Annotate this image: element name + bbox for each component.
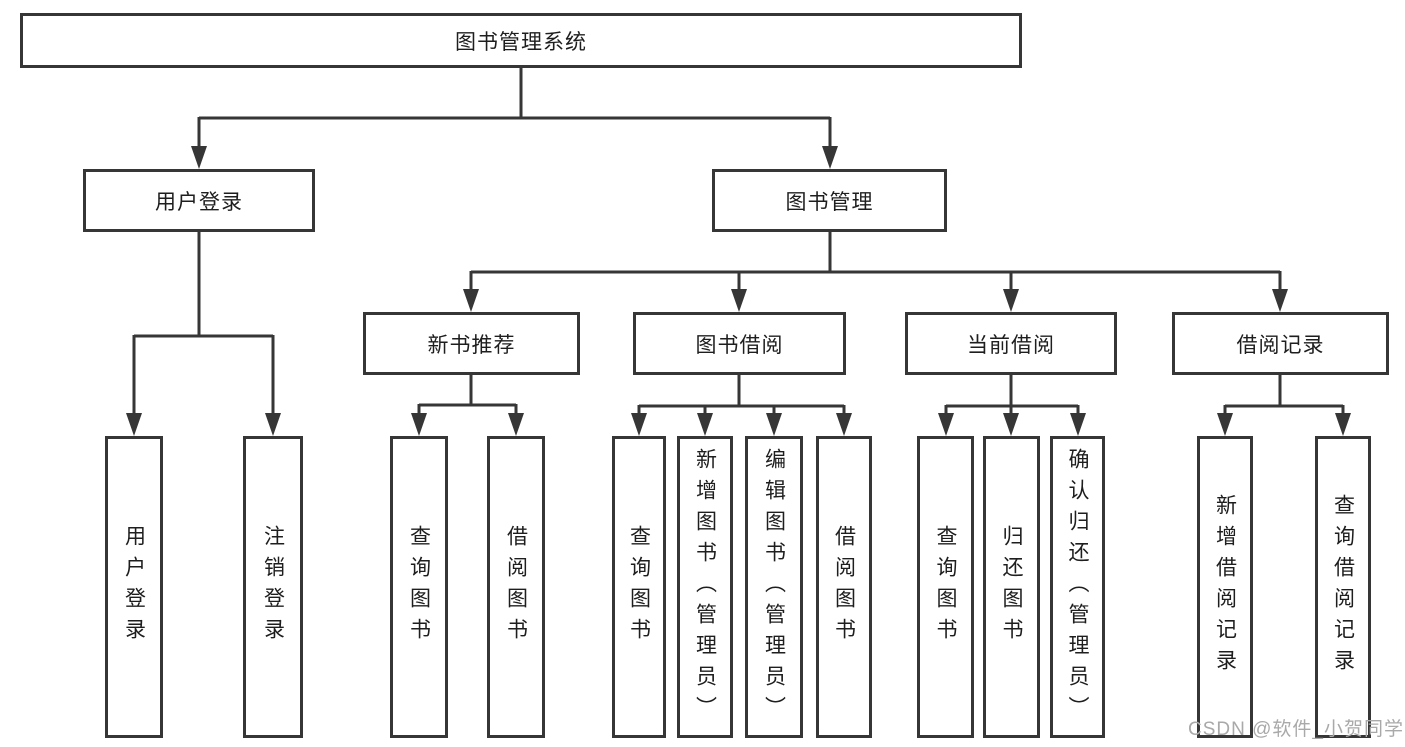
node-root-label: 图书管理系统 xyxy=(455,30,587,54)
leaf-borrow-books-2: 借阅图书 xyxy=(816,436,872,738)
node-current-borrow: 当前借阅 xyxy=(905,312,1117,375)
leaf-query-books-2-label: 查询图书 xyxy=(627,525,651,649)
leaf-query-books-3-label: 查询图书 xyxy=(934,525,958,649)
leaf-logout-label: 注销登录 xyxy=(261,525,285,649)
leaf-add-book-admin: 新增图书（管理员） xyxy=(677,436,733,738)
node-book-management: 图书管理 xyxy=(712,169,947,232)
leaf-edit-book-admin-label: 编辑图书（管理员） xyxy=(762,447,786,727)
leaf-user-login: 用户登录 xyxy=(105,436,163,738)
node-borrow-records: 借阅记录 xyxy=(1172,312,1389,375)
leaf-user-login-label: 用户登录 xyxy=(122,525,146,649)
leaf-borrow-books-1-label: 借阅图书 xyxy=(504,525,528,649)
leaf-query-books-2: 查询图书 xyxy=(612,436,666,738)
leaf-query-borrow-record-label: 查询借阅记录 xyxy=(1331,494,1355,680)
node-current-borrow-label: 当前借阅 xyxy=(967,333,1055,357)
connector-book-borrow-split xyxy=(637,375,846,416)
leaf-return-books: 归还图书 xyxy=(983,436,1040,738)
leaf-borrow-books-2-label: 借阅图书 xyxy=(832,525,856,649)
leaf-borrow-books-1: 借阅图书 xyxy=(487,436,545,738)
connector-root-to-level2 xyxy=(197,68,832,149)
arrowheads-current-borrow-split xyxy=(938,413,1086,436)
node-user-login: 用户登录 xyxy=(83,169,315,232)
node-new-book-recommend: 新书推荐 xyxy=(363,312,580,375)
node-book-management-label: 图书管理 xyxy=(785,190,874,214)
leaf-add-borrow-record-label: 新增借阅记录 xyxy=(1213,494,1237,680)
connector-borrow-records-split xyxy=(1223,375,1345,416)
arrowheads-book-borrow-split xyxy=(631,413,852,436)
node-root: 图书管理系统 xyxy=(20,13,1022,68)
leaf-query-books-3: 查询图书 xyxy=(917,436,974,738)
leaf-add-book-admin-label: 新增图书（管理员） xyxy=(693,447,717,727)
leaf-query-books-1: 查询图书 xyxy=(390,436,448,738)
csdn-watermark: CSDN @软件_小贺同学 xyxy=(1188,719,1404,740)
node-borrow-records-label: 借阅记录 xyxy=(1236,333,1325,357)
leaf-query-borrow-record: 查询借阅记录 xyxy=(1315,436,1371,738)
node-user-login-label: 用户登录 xyxy=(155,190,243,214)
arrowheads-user-login-split xyxy=(126,413,281,436)
connector-current-borrow-split xyxy=(944,375,1080,416)
arrowheads-level2 xyxy=(191,146,838,169)
leaf-edit-book-admin: 编辑图书（管理员） xyxy=(745,436,803,738)
leaf-query-books-1-label: 查询图书 xyxy=(407,525,431,649)
node-book-borrow: 图书借阅 xyxy=(633,312,846,375)
leaf-add-borrow-record: 新增借阅记录 xyxy=(1197,436,1253,738)
arrowheads-new-book-split xyxy=(411,413,524,436)
leaf-logout: 注销登录 xyxy=(243,436,303,738)
connector-book-management-to-level3 xyxy=(469,232,1282,292)
connector-user-login-split xyxy=(132,232,275,416)
leaf-confirm-return-admin: 确认归还（管理员） xyxy=(1050,436,1105,738)
node-book-borrow-label: 图书借阅 xyxy=(695,333,784,357)
connector-new-book-split xyxy=(417,375,518,416)
node-new-book-recommend-label: 新书推荐 xyxy=(427,333,516,357)
arrowheads-borrow-records-split xyxy=(1217,413,1351,436)
arrowheads-level3 xyxy=(463,289,1288,312)
leaf-return-books-label: 归还图书 xyxy=(1000,525,1024,649)
leaf-confirm-return-admin-label: 确认归还（管理员） xyxy=(1066,447,1090,727)
